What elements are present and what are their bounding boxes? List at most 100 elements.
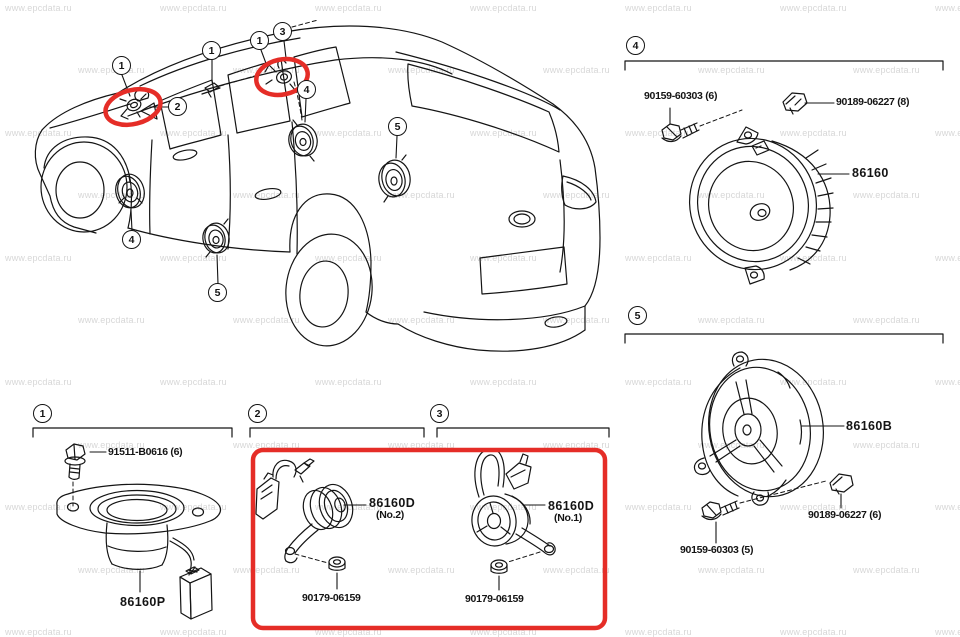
part-number-screw-s4: 90159-60303 (6) bbox=[644, 90, 718, 102]
section5-callout: 5 bbox=[628, 306, 647, 325]
part-number-clip-s4: 90189-06227 (8) bbox=[836, 96, 910, 108]
part-number-speaker-86160D-no2: 86160D bbox=[369, 496, 416, 510]
watermark: www.epcdata.ru bbox=[160, 3, 227, 13]
watermark: www.epcdata.ru bbox=[935, 252, 960, 263]
watermark: www.epcdata.ru bbox=[5, 127, 72, 138]
watermark: www.epcdata.ru bbox=[78, 564, 145, 575]
part-number-speaker-86160: 86160 bbox=[852, 166, 889, 180]
watermark: www.epcdata.ru bbox=[543, 190, 610, 201]
section-bracket-lines bbox=[32, 60, 944, 438]
watermark: www.epcdata.ru bbox=[233, 564, 300, 575]
watermark: www.epcdata.ru bbox=[5, 3, 72, 13]
watermark: www.epcdata.ru bbox=[160, 377, 227, 388]
part-number-screw-s5: 90159-60303 (5) bbox=[680, 544, 754, 556]
callout-leader-lines bbox=[121, 40, 398, 285]
watermark: www.epcdata.ru bbox=[315, 377, 382, 388]
car-callout-5-front-mid-speaker: 5 bbox=[208, 283, 227, 302]
watermark: www.epcdata.ru bbox=[233, 315, 300, 325]
watermark: www.epcdata.ru bbox=[625, 127, 692, 138]
watermark: www.epcdata.ru bbox=[233, 190, 300, 201]
quarter-panel-speaker-illustration bbox=[378, 154, 411, 203]
watermark: www.epcdata.ru bbox=[625, 502, 692, 513]
watermark: www.epcdata.ru bbox=[388, 564, 455, 575]
watermark: www.epcdata.ru bbox=[780, 127, 847, 138]
watermark: www.epcdata.ru bbox=[470, 627, 537, 637]
watermark: www.epcdata.ru bbox=[388, 190, 455, 201]
car-callout-2-front-tweeter: 2 bbox=[168, 97, 187, 116]
watermark: www.epcdata.ru bbox=[160, 502, 227, 513]
watermark: www.epcdata.ru bbox=[78, 439, 145, 450]
watermark: www.epcdata.ru bbox=[388, 65, 455, 76]
watermark: www.epcdata.ru bbox=[935, 627, 960, 637]
watermark: www.epcdata.ru bbox=[543, 65, 610, 76]
highlight-marks bbox=[103, 56, 608, 631]
section1-callout: 1 bbox=[33, 404, 52, 423]
watermark: www.epcdata.ru bbox=[5, 252, 72, 263]
car-drawing bbox=[34, 19, 601, 352]
highlight-ellipse-rear-tweeter bbox=[254, 56, 310, 98]
watermark: www.epcdata.ru bbox=[470, 3, 537, 13]
watermark: www.epcdata.ru bbox=[388, 439, 455, 450]
section2-tweeter-86160D-no2-drawing bbox=[255, 458, 367, 590]
section4-speaker-86160-drawing bbox=[661, 92, 850, 285]
part-number-nut-s2: 90179-06159 bbox=[302, 592, 361, 604]
front-door-woofer-illustration bbox=[115, 173, 145, 209]
section5-speaker-86160B-drawing bbox=[693, 351, 854, 544]
watermark: www.epcdata.ru bbox=[470, 127, 537, 138]
car-callout-5-quarter-speaker: 5 bbox=[388, 117, 407, 136]
car-callout-4-front-woofer: 4 bbox=[122, 230, 141, 249]
watermark: www.epcdata.ru bbox=[543, 315, 610, 325]
watermark: www.epcdata.ru bbox=[470, 377, 537, 388]
watermark: www.epcdata.ru bbox=[780, 502, 847, 513]
watermark: www.epcdata.ru bbox=[935, 502, 960, 513]
watermark: www.epcdata.ru bbox=[78, 190, 145, 201]
watermark: www.epcdata.ru bbox=[853, 439, 920, 450]
watermark: www.epcdata.ru bbox=[853, 315, 920, 325]
watermark: www.epcdata.ru bbox=[160, 127, 227, 138]
watermark: www.epcdata.ru bbox=[698, 564, 765, 575]
watermark: www.epcdata.ru bbox=[5, 502, 72, 513]
section1-speaker-86160P-drawing bbox=[56, 443, 222, 620]
roof-clip-illustration bbox=[201, 82, 221, 98]
highlight-ellipse-front-tweeter bbox=[103, 86, 163, 128]
front-door-mid-speaker-illustration bbox=[202, 218, 230, 258]
watermark: www.epcdata.ru bbox=[470, 502, 537, 513]
watermark: www.epcdata.ru bbox=[853, 190, 920, 201]
part-number-bolt-s1: 91511-B0616 (6) bbox=[108, 446, 183, 458]
car-callout-4-rear-door-speaker: 4 bbox=[297, 80, 316, 99]
part-number-speaker-86160D-no1: 86160D bbox=[548, 499, 595, 513]
watermark: www.epcdata.ru bbox=[698, 190, 765, 201]
watermark: www.epcdata.ru bbox=[315, 127, 382, 138]
part-variant-no1: (No.1) bbox=[554, 512, 582, 524]
watermark: www.epcdata.ru bbox=[160, 252, 227, 263]
rear-door-speaker-illustration bbox=[288, 119, 318, 162]
section3-tweeter-86160D-no1-drawing bbox=[471, 448, 556, 591]
car-callout-1-rear-tweeter: 1 bbox=[250, 31, 269, 50]
part-number-clip-s5: 90189-06227 (6) bbox=[808, 509, 882, 521]
watermark: www.epcdata.ru bbox=[388, 315, 455, 325]
watermark: www.epcdata.ru bbox=[78, 65, 145, 76]
watermark: www.epcdata.ru bbox=[315, 627, 382, 637]
part-number-nut-s3: 90179-06159 bbox=[465, 593, 524, 605]
highlight-box-tweeter-sections bbox=[250, 447, 608, 631]
watermark: www.epcdata.ru bbox=[698, 65, 765, 76]
watermark: www.epcdata.ru bbox=[160, 627, 227, 637]
watermark: www.epcdata.ru bbox=[625, 627, 692, 637]
watermark: www.epcdata.ru bbox=[853, 564, 920, 575]
car-callout-3-rear-tweeter: 3 bbox=[273, 22, 292, 41]
watermark: www.epcdata.ru bbox=[935, 127, 960, 138]
watermark: www.epcdata.ru bbox=[780, 3, 847, 13]
section4-callout: 4 bbox=[626, 36, 645, 55]
watermark: www.epcdata.ru bbox=[935, 3, 960, 13]
car-speaker-positions bbox=[115, 59, 411, 258]
watermark: www.epcdata.ru bbox=[625, 252, 692, 263]
watermark: www.epcdata.ru bbox=[543, 564, 610, 575]
part-number-speaker-86160P: 86160P bbox=[120, 595, 166, 609]
watermark: www.epcdata.ru bbox=[780, 252, 847, 263]
watermark: www.epcdata.ru bbox=[470, 252, 537, 263]
watermark: www.epcdata.ru bbox=[5, 627, 72, 637]
watermark: www.epcdata.ru bbox=[698, 315, 765, 325]
